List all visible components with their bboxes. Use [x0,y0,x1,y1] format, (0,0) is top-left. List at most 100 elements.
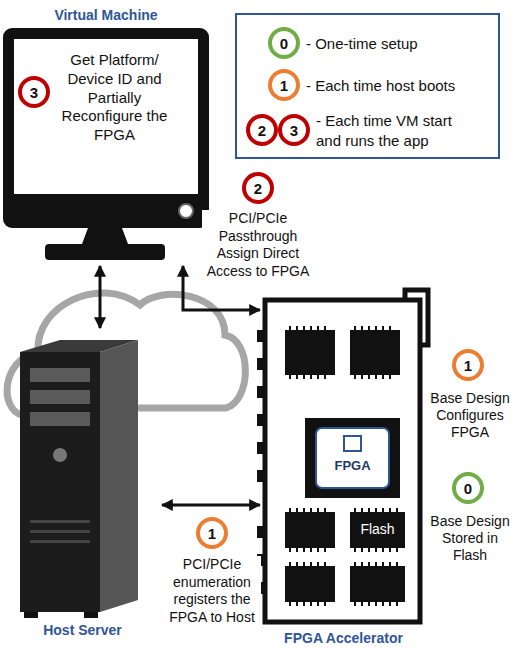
server-tower [100,340,138,612]
server-tower [30,520,90,523]
legend-text: - Each time host boots [306,76,496,96]
chip-pin [368,602,370,606]
chip-pin [375,562,377,566]
chip-pin [354,508,356,512]
chip-pin [296,326,298,330]
fpga-card [265,300,420,622]
chip-pin [296,602,298,606]
chip-pin [289,375,291,379]
chip-pin [296,508,298,512]
chip-pin [354,326,356,330]
chip-pin [317,508,319,512]
chip-pin [310,548,312,552]
annotation: Base Design Configures FPGA [428,390,512,440]
server-tower [30,368,90,382]
monitor-icon [14,39,198,194]
vm-node: Virtual MachineGet Platform/ Device ID a… [2,5,210,264]
edge-label: PCI/PCIe Passthrough Assign Direct Acces… [202,210,314,280]
server-tower [30,390,90,404]
chip-pin [310,602,312,606]
memory-chip [285,330,335,375]
chip-pin [396,548,398,552]
chip-pin [289,562,291,566]
chip-pin [324,375,326,379]
callout-number: 0 [452,472,484,504]
legend-text: - One-time setup [306,34,496,54]
callout-number: 3 [18,76,50,108]
chip-pin [310,562,312,566]
chip-icon [344,436,361,451]
callout-number: 0 [268,27,300,59]
chip-pin [303,326,305,330]
chip-pin [289,508,291,512]
chip-pin [382,602,384,606]
chip-pin [289,602,291,606]
node-title: Virtual Machine [2,7,210,24]
edge-finger [257,358,265,370]
chip-pin [303,548,305,552]
chip-pin [324,548,326,552]
chip-pin [389,375,391,379]
chip-pin [296,375,298,379]
chip-pin [375,602,377,606]
server-tower [20,340,138,618]
chip-pin [389,562,391,566]
chip-pin [354,375,356,379]
legend-frame [236,14,499,158]
chip-pin [368,326,370,330]
edge-finger [257,414,265,426]
chip-pin [324,602,326,606]
edge-finger [257,442,265,454]
memory-chip [350,330,400,375]
callout-number: 1 [452,349,484,381]
monitor-icon [179,204,193,218]
fpga-chip [305,418,400,498]
monitor-icon [45,244,165,260]
chip-pin [324,562,326,566]
server-tower [53,448,67,462]
chip-pin [361,602,363,606]
chip-pin [289,548,291,552]
chip-pin [310,375,312,379]
chip-pin [389,548,391,552]
server-tower [20,352,100,612]
chip-pin [310,508,312,512]
chip-pin [317,375,319,379]
connector-arrow [99,266,102,328]
annotation: Base Design Stored in Flash [428,513,512,563]
chip-pin [361,562,363,566]
chip-pin [289,326,291,330]
chip-pin [368,548,370,552]
fpga-card [405,290,428,345]
chip-pin [396,508,398,512]
chip-pin [396,602,398,606]
chip-pin [317,602,319,606]
callout-number: 2 [242,172,274,204]
chip-pin [296,548,298,552]
chip-pin [375,375,377,379]
flash-chip [350,512,405,548]
callout-number: 1 [268,69,300,101]
chip-pin [361,508,363,512]
chip-pin [368,562,370,566]
monitor-icon [3,28,209,228]
chip-pin [396,562,398,566]
chip-pin [354,548,356,552]
chip-pin [368,508,370,512]
fpga-card [257,290,428,622]
chip-pin [382,508,384,512]
chip-pin [310,326,312,330]
host-node: Host Server [5,330,160,648]
chip-pin [382,548,384,552]
chip-pin [375,508,377,512]
chip-pin [354,602,356,606]
chip-pin [354,562,356,566]
server-tower [24,612,38,618]
server-tower [30,412,90,426]
monitor-icon [3,28,209,260]
chip-pin [382,375,384,379]
edge-finger [257,526,265,538]
